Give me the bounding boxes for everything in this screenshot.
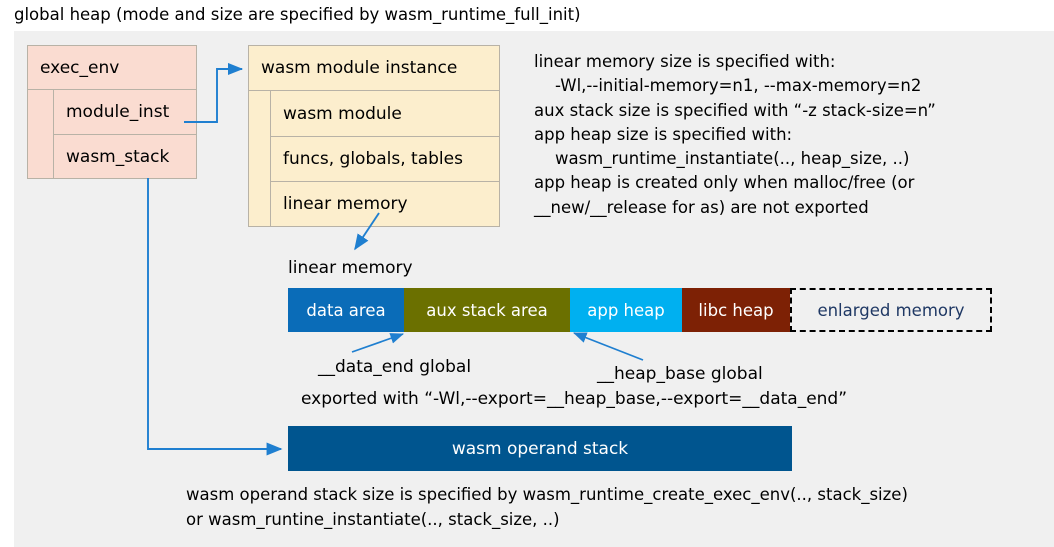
exec-env-body: module_inst wasm_stack [27, 90, 197, 179]
field-wasm-module: wasm module [283, 103, 402, 124]
wasm-module-instance-body: wasm module funcs, globals, tables linea… [248, 91, 500, 227]
linear-memory-note: linear memory size is specified with: -W… [534, 52, 936, 217]
exec-env-box: exec_env module_inst wasm_stack [27, 45, 197, 179]
page-title: global heap (mode and size are specified… [14, 5, 581, 24]
memory-segment-app-heap: app heap [570, 288, 682, 332]
field-linear-memory: linear memory [271, 181, 499, 226]
linear-memory-bar-label: linear memory [288, 258, 413, 278]
operand-stack-note: wasm operand stack size is specified by … [186, 485, 908, 529]
exec-env-fields: module_inst wasm_stack [54, 90, 196, 178]
annotation-exported-with: exported with “-Wl,--export=__heap_base,… [301, 389, 848, 409]
memory-segment-aux-stack-area: aux stack area [404, 288, 570, 332]
wasm-module-instance-box: wasm module instance wasm module funcs, … [248, 45, 500, 227]
memory-segment-data-area: data area [288, 288, 404, 332]
exec-env-field-wasm-stack: wasm_stack [54, 134, 196, 178]
annotation-heap-base: __heap_base global [597, 364, 763, 384]
wasm-module-instance-gutter [249, 91, 271, 226]
exec-env-field-module-inst: module_inst [66, 102, 170, 122]
wasm-module-instance-header: wasm module instance [248, 45, 500, 91]
field-funcs-globals-tables: funcs, globals, tables [271, 136, 499, 181]
memory-segment-enlarged-memory: enlarged memory [790, 288, 992, 332]
exec-env-header: exec_env [27, 45, 197, 90]
exec-env-gutter [28, 90, 54, 178]
wasm-module-instance-fields: wasm module funcs, globals, tables linea… [271, 91, 499, 226]
memory-segment-libc-heap: libc heap [682, 288, 790, 332]
annotation-data-end: __data_end global [318, 357, 472, 377]
wasm-operand-stack-box: wasm operand stack [288, 426, 792, 471]
